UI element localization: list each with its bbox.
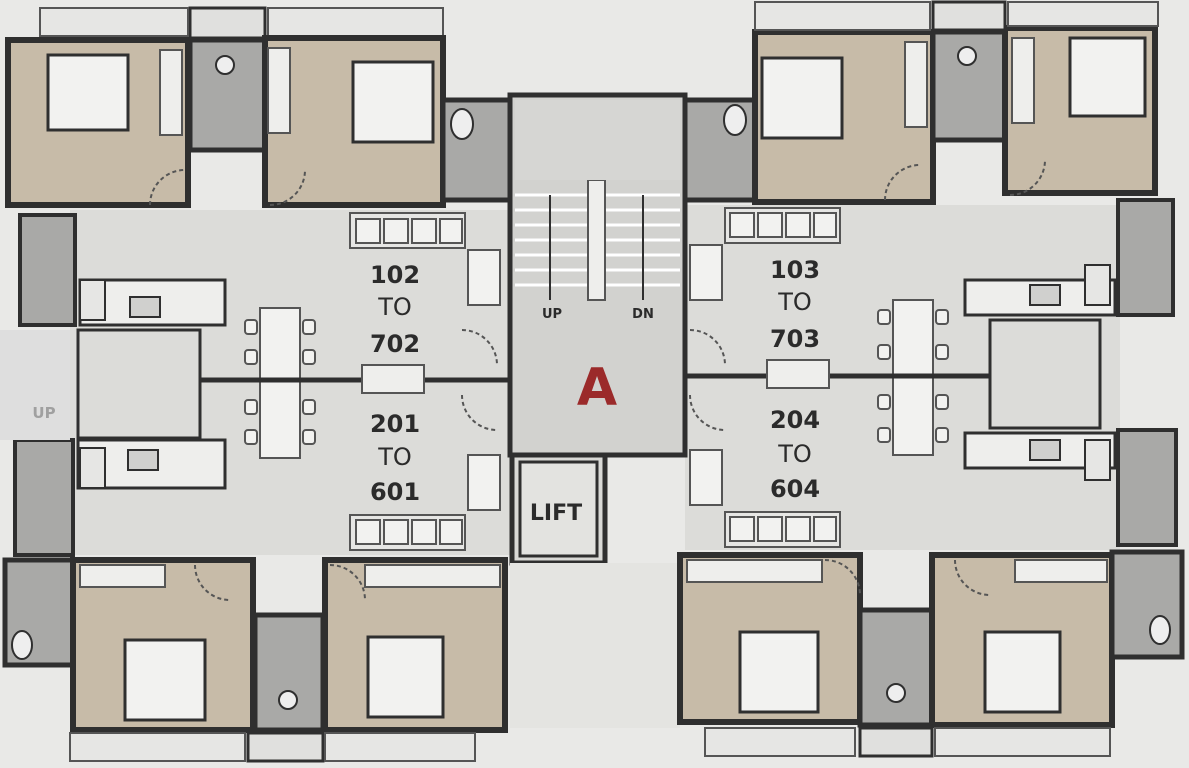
wardrobe (686, 559, 823, 583)
unit-range-to: TO (377, 443, 412, 471)
unit-range-start: 102 (370, 261, 420, 289)
balcony-top-left (188, 6, 267, 40)
balcony-top-left-2 (39, 7, 189, 37)
balcony-top-right-3 (1007, 1, 1159, 27)
toilet-bottom-left-2 (252, 612, 326, 733)
unit-range-start: 204 (770, 406, 820, 434)
bedroom-bottom-left-2 (322, 557, 508, 733)
side-stair-up-label: UP (32, 404, 55, 422)
sofa-right-top (689, 207, 841, 301)
unit-label-left-top: 102 TO 702 (370, 261, 420, 358)
wardrobe (159, 49, 183, 136)
unit-range-end: 601 (370, 478, 420, 506)
central-core: UP DN A (507, 92, 688, 458)
bed (1068, 36, 1147, 118)
sofa-left-bottom (349, 454, 501, 551)
side-stair (0, 330, 70, 440)
kitchen-right-bottom (963, 428, 1178, 547)
bed (738, 630, 820, 714)
unit-range-to: TO (777, 440, 812, 468)
bed (366, 635, 445, 719)
unit-range-end: 702 (370, 330, 420, 358)
console-left (361, 364, 425, 394)
unit-label-right-top: 103 TO 703 (770, 256, 820, 353)
wardrobe (267, 47, 291, 134)
sofa-left-top (349, 212, 501, 306)
bedroom-bottom-right-2 (929, 552, 1115, 728)
bed (46, 53, 130, 132)
unit-range-to: TO (777, 288, 812, 316)
unit-label-left-bottom: 201 TO 601 (370, 410, 420, 506)
sofa-right-bottom (689, 449, 841, 548)
bedroom-top-left-1 (5, 37, 191, 208)
unit-range-end: 604 (770, 475, 820, 503)
bedroom-top-right-1 (752, 29, 936, 205)
toilet-top-right-2 (930, 29, 1008, 143)
balcony-top-right-2 (931, 0, 1007, 32)
balcony-bottom-right-3 (934, 727, 1111, 757)
core-top-landing (515, 100, 680, 180)
toilet-top-right-1 (682, 97, 758, 203)
wardrobe (79, 564, 166, 588)
wardrobe (364, 564, 501, 588)
console-right (766, 359, 830, 389)
balcony-bottom-right (704, 727, 856, 757)
stair-down-label: DN (632, 307, 654, 322)
bed (351, 60, 435, 144)
unit-range-end: 703 (770, 325, 820, 353)
balcony-bottom-right-2 (858, 726, 934, 758)
balcony-bottom-left-2 (246, 731, 325, 763)
unit-range-start: 201 (370, 410, 420, 438)
stair-well (587, 179, 606, 301)
right-store (988, 318, 1102, 430)
unit-range-to: TO (377, 293, 412, 321)
stair-up-label: UP (542, 307, 562, 322)
lobby-passage (510, 563, 680, 728)
lift-label: LIFT (530, 501, 582, 526)
bedroom-top-left-2 (262, 35, 446, 208)
bed (760, 56, 844, 140)
balcony-top-left-3 (267, 7, 444, 37)
bed (983, 630, 1062, 714)
block-label: A (577, 358, 617, 418)
balcony-top-right (754, 1, 931, 31)
unit-range-start: 103 (770, 256, 820, 284)
balcony-bottom-left (69, 732, 246, 762)
toilet-bottom-right-1 (857, 607, 935, 728)
bed (123, 638, 207, 722)
lift: LIFT (509, 452, 608, 566)
kitchen-right-top (963, 198, 1175, 317)
bedroom-bottom-right-1 (677, 552, 863, 725)
toilet-top-left (187, 37, 268, 153)
wardrobe (904, 41, 928, 128)
wardrobe (1011, 37, 1035, 124)
kitchen-left-bottom (13, 438, 227, 557)
dining-table-left (244, 307, 316, 459)
toilet-top-left-2 (440, 97, 513, 203)
left-store (76, 328, 202, 440)
balcony-bottom-left-3 (324, 732, 476, 762)
wardrobe (1014, 559, 1108, 583)
unit-label-right-bottom: 204 TO 604 (770, 406, 820, 503)
kitchen-left-top (18, 213, 227, 327)
toilet-bottom-left (2, 557, 76, 668)
bedroom-top-right-2 (1002, 25, 1158, 196)
bedroom-bottom-left-1 (70, 557, 256, 733)
toilet-bottom-right-2 (1109, 549, 1185, 660)
